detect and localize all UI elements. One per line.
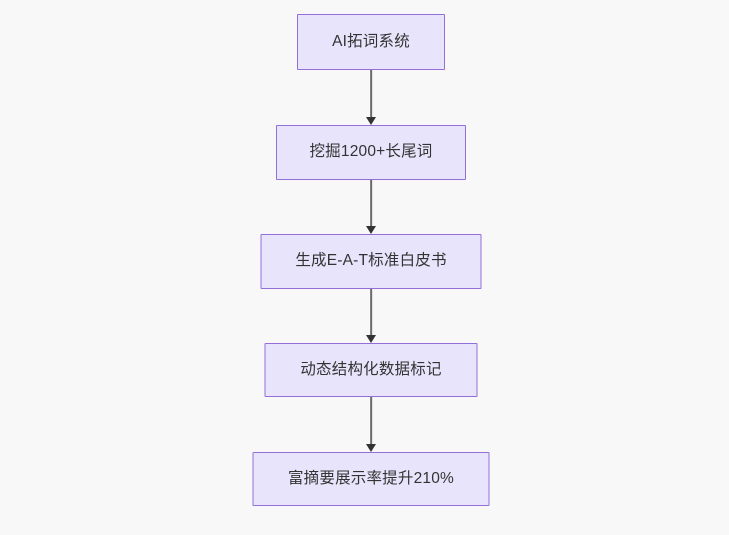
arrowhead-icon (366, 117, 376, 125)
edge-line (370, 289, 372, 336)
flow-node-mine-longtail-keywords[interactable]: 挖掘1200+长尾词 (276, 125, 466, 180)
flow-node-label: AI拓词系统 (332, 32, 410, 50)
flow-node-label: 富摘要展示率提升210% (287, 469, 455, 487)
edge-line (370, 397, 372, 445)
arrowhead-icon (366, 226, 376, 234)
flow-node-label: 动态结构化数据标记 (300, 360, 442, 378)
flow-node-label: 生成E-A-T标准白皮书 (295, 252, 447, 270)
flow-node-generate-eat-whitepaper[interactable]: 生成E-A-T标准白皮书 (260, 234, 482, 289)
edge-line (370, 70, 372, 118)
flow-node-ai-keyword-system[interactable]: AI拓词系统 (297, 14, 445, 70)
arrowhead-icon (366, 444, 376, 452)
flow-node-dynamic-structured-data-markup[interactable]: 动态结构化数据标记 (264, 343, 478, 397)
flow-node-label: 挖掘1200+长尾词 (309, 143, 433, 161)
arrowhead-icon (366, 335, 376, 343)
flow-node-rich-snippet-rate-increase[interactable]: 富摘要展示率提升210% (252, 452, 490, 506)
edge-line (370, 180, 372, 227)
